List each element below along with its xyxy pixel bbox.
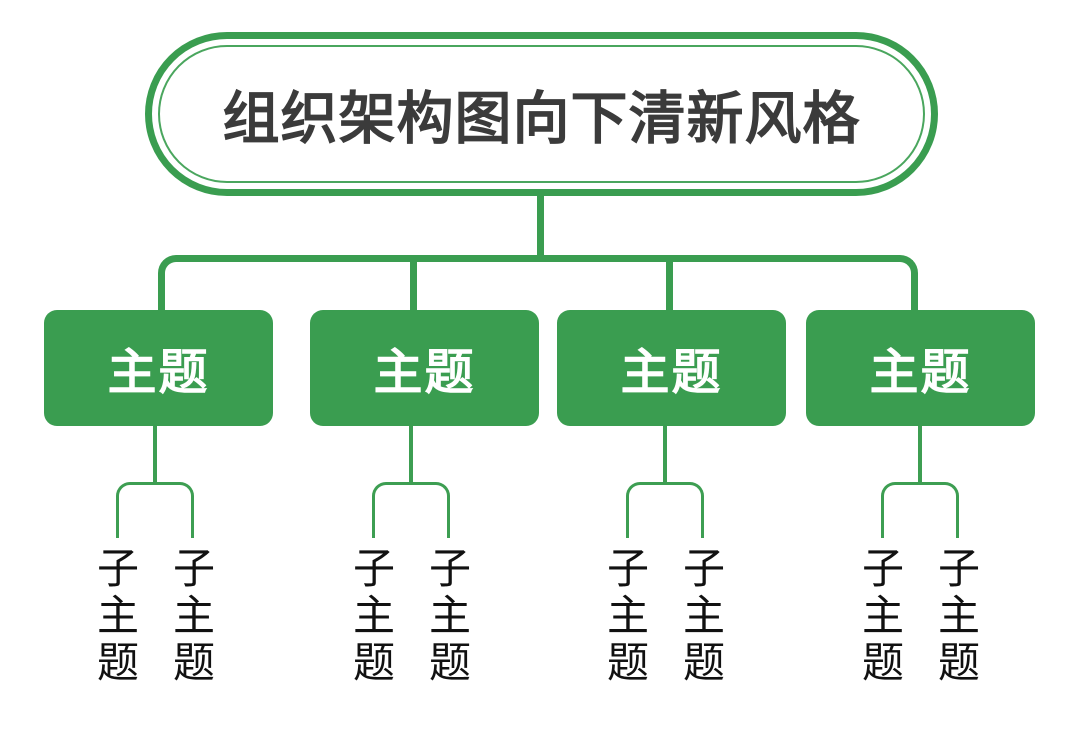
leaf-char: 主 <box>172 592 215 639</box>
leaf-char: 子 <box>861 545 904 592</box>
sub-bus-connector-3 <box>626 482 704 538</box>
leaf-char: 子 <box>937 545 980 592</box>
sub-stem-connector-1 <box>153 424 157 484</box>
leaf-node[interactable]: 子 主 题 <box>931 545 987 686</box>
branch-node-4[interactable]: 主题 <box>806 310 1035 426</box>
root-node[interactable]: 组织架构图向下清新风格 <box>145 32 938 196</box>
leaf-char: 题 <box>861 639 904 686</box>
drop-connector-3 <box>666 258 673 318</box>
leaf-char: 主 <box>937 592 980 639</box>
leaf-char: 主 <box>861 592 904 639</box>
leaf-char: 子 <box>606 545 649 592</box>
branch-node-label: 主题 <box>373 345 476 400</box>
leaf-char: 题 <box>352 639 395 686</box>
leaf-char: 题 <box>937 639 980 686</box>
leaf-char: 主 <box>428 592 471 639</box>
root-node-label: 组织架构图向下清新风格 <box>222 87 861 151</box>
sub-stem-connector-3 <box>663 424 667 484</box>
branch-node-label: 主题 <box>107 345 210 400</box>
leaf-node[interactable]: 子 主 题 <box>855 545 911 686</box>
branch-node-1[interactable]: 主题 <box>44 310 273 426</box>
branch-node-3[interactable]: 主题 <box>557 310 786 426</box>
leaf-char: 题 <box>606 639 649 686</box>
branch-bus-connector <box>158 255 918 315</box>
leaf-char: 子 <box>428 545 471 592</box>
leaf-node[interactable]: 子 主 题 <box>422 545 478 686</box>
leaf-char: 题 <box>428 639 471 686</box>
leaf-node[interactable]: 子 主 题 <box>346 545 402 686</box>
leaf-node[interactable]: 子 主 题 <box>166 545 222 686</box>
leaf-node[interactable]: 子 主 题 <box>90 545 146 686</box>
leaf-char: 子 <box>96 545 139 592</box>
leaf-char: 子 <box>352 545 395 592</box>
sub-bus-connector-4 <box>881 482 959 538</box>
branch-node-label: 主题 <box>620 345 723 400</box>
leaf-char: 题 <box>172 639 215 686</box>
leaf-char: 子 <box>172 545 215 592</box>
trunk-connector <box>537 190 544 262</box>
branch-node-2[interactable]: 主题 <box>310 310 539 426</box>
leaf-char: 题 <box>96 639 139 686</box>
leaf-node[interactable]: 子 主 题 <box>676 545 732 686</box>
drop-connector-2 <box>410 258 417 318</box>
sub-stem-connector-4 <box>918 424 922 484</box>
leaf-char: 题 <box>682 639 725 686</box>
leaf-char: 主 <box>682 592 725 639</box>
sub-bus-connector-1 <box>116 482 194 538</box>
branch-node-label: 主题 <box>869 345 972 400</box>
leaf-node[interactable]: 子 主 题 <box>600 545 656 686</box>
sub-stem-connector-2 <box>409 424 413 484</box>
leaf-char: 主 <box>606 592 649 639</box>
leaf-char: 主 <box>352 592 395 639</box>
leaf-char: 子 <box>682 545 725 592</box>
leaf-char: 主 <box>96 592 139 639</box>
sub-bus-connector-2 <box>372 482 450 538</box>
